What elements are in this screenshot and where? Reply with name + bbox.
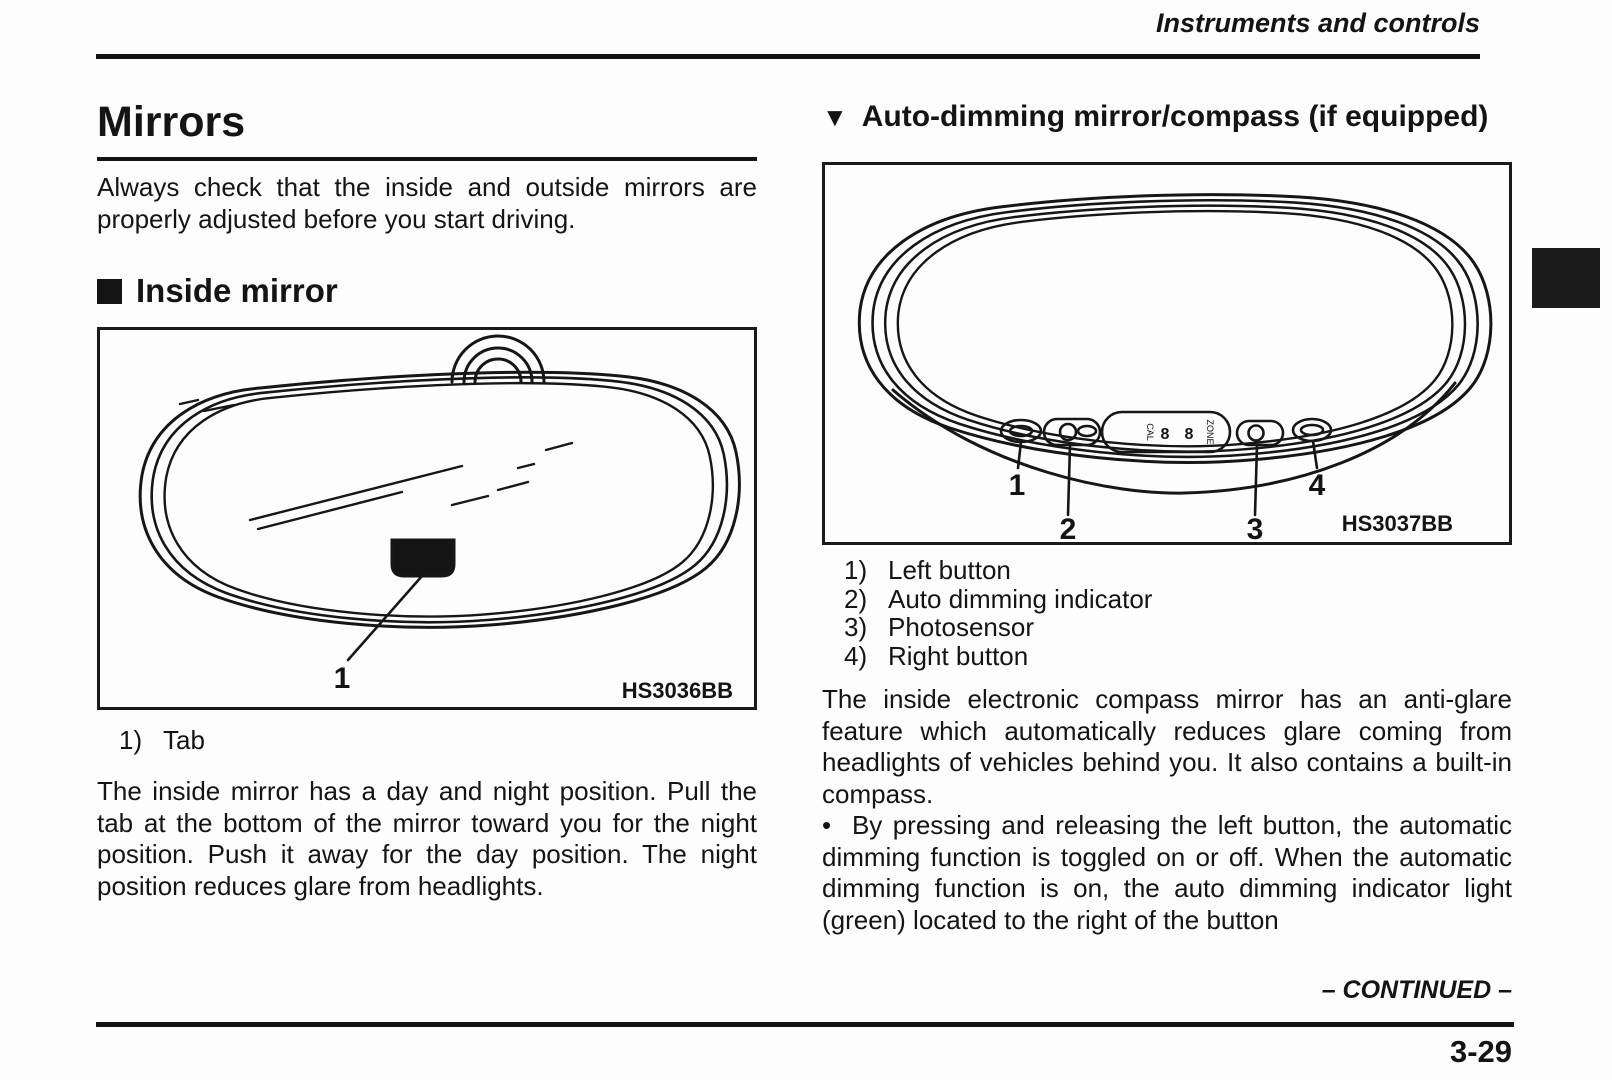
figure-code: HS3036BB (622, 678, 733, 703)
legend-num: 1) (119, 725, 143, 755)
inside-mirror-paragraph: The inside mirror has a day and night po… (97, 776, 757, 901)
glass-glare-lines (178, 398, 574, 531)
legend-item: 2) Auto dimming indicator (844, 583, 1534, 614)
legend-label: Left button (888, 555, 1011, 585)
callout-1-leader (346, 574, 424, 662)
section-tab-marker (1532, 248, 1600, 308)
mirror-mount-icon (450, 334, 546, 384)
legend-label: Tab (163, 725, 205, 755)
autodim-paragraph: The inside electronic compass mirror has… (822, 684, 1512, 809)
autodim-mirror-figure: CAL 8 8 ZONE 1 2 3 4 HS3037BB (822, 162, 1512, 545)
display-digit-left: 8 (1161, 426, 1170, 443)
legend-num: 1) (844, 555, 868, 585)
callout-2-label: 2 (1060, 513, 1077, 542)
legend-num: 2) (844, 583, 868, 614)
autodim-mirror-drawing: CAL 8 8 ZONE 1 2 3 4 HS3037BB (857, 193, 1493, 542)
continued-label: – CONTINUED – (1321, 976, 1512, 1004)
autodim-heading: ▼ Auto-dimming mirror/compass (if equipp… (822, 100, 1512, 134)
footer-rule (96, 1022, 1514, 1027)
autodim-heading-label: Auto-dimming mirror/compass (if equipped… (861, 100, 1489, 133)
legend-item: 1) Tab (119, 726, 779, 755)
mirror-outline (857, 193, 1493, 464)
square-bullet-icon (97, 278, 122, 304)
right-button (1291, 417, 1333, 443)
autodim-bullet-paragraph: • By pressing and releasing the left but… (822, 810, 1512, 936)
legend-label: Photosensor (888, 612, 1034, 642)
mirror-outline (138, 370, 741, 629)
legend-item: 3) Photosensor (844, 613, 1534, 642)
legend-num: 4) (844, 640, 868, 671)
page-title: Mirrors (97, 99, 757, 162)
legend-label: Right button (888, 640, 1029, 671)
callout-3-label: 3 (1247, 513, 1264, 542)
housing-chin (891, 381, 1457, 495)
display-cal-label: CAL (1145, 423, 1155, 441)
inside-mirror-heading-label: Inside mirror (136, 272, 338, 309)
callout-4-label: 4 (1309, 469, 1326, 502)
inside-mirror-heading: Inside mirror (97, 272, 757, 310)
intro-paragraph: Always check that the inside and outside… (97, 172, 757, 234)
inside-mirror-legend: 1) Tab (97, 726, 779, 755)
callout-1-label: 1 (334, 662, 351, 695)
bullet-icon: • (822, 810, 832, 840)
page-number: 3-29 (1449, 1034, 1512, 1069)
autodim-text-block: The inside electronic compass mirror has… (822, 684, 1512, 936)
running-header: Instruments and controls (1155, 8, 1480, 38)
display-zone-label: ZONE (1205, 419, 1215, 444)
inside-mirror-drawing: 1 HS3036BB (138, 334, 741, 703)
auto-dimming-indicator (1042, 417, 1102, 447)
legend-num: 3) (844, 612, 868, 642)
right-column: ▼ Auto-dimming mirror/compass (if equipp… (822, 0, 1512, 1080)
compass-display (1100, 410, 1232, 454)
triangle-marker-icon: ▼ (822, 102, 848, 132)
callout-leaders (1016, 439, 1319, 517)
photosensor (1235, 419, 1285, 447)
autodim-legend: 1) Left button 2) Auto dimming indicator… (822, 556, 1534, 670)
autodim-bullet-text: By pressing and releasing the left butto… (822, 810, 1513, 935)
callout-1-label: 1 (1009, 469, 1026, 502)
figure-code: HS3037BB (1342, 511, 1453, 536)
header-rule (96, 54, 1480, 59)
legend-item: 4) Right button (844, 640, 1534, 671)
legend-label: Auto dimming indicator (888, 583, 1153, 614)
day-night-tab (390, 538, 456, 578)
legend-item: 1) Left button (844, 556, 1534, 585)
display-digit-right: 8 (1185, 426, 1194, 443)
inside-mirror-figure: 1 HS3036BB (97, 327, 757, 710)
left-column: Mirrors Always check that the inside and… (97, 0, 757, 1080)
